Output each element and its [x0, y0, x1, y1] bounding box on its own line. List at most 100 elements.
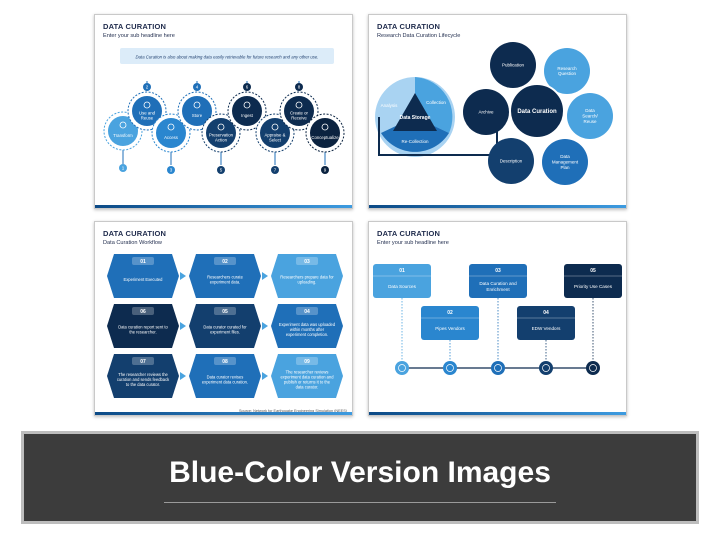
flow-arrow	[262, 272, 268, 280]
step-icon	[193, 101, 201, 109]
ring-node-label: Reuse	[583, 119, 597, 124]
workflow-text: uploading.	[298, 279, 317, 284]
step-number: 07	[140, 359, 146, 365]
banner-title: Blue-Color Version Images	[169, 456, 551, 489]
ring-node-label: Description	[500, 159, 523, 164]
step-tag	[296, 357, 318, 365]
slide-title: DATA CURATION	[377, 229, 441, 238]
ring-node-label: Data	[585, 108, 595, 113]
workflow-text: Researchers curate	[207, 275, 243, 280]
step-label: Use and	[139, 110, 156, 115]
timeline-node-inner	[542, 364, 550, 372]
ring-node	[488, 138, 534, 184]
slide-thumbnail-2[interactable]: DATA CURATION Research Data Curation Lif…	[368, 14, 627, 209]
banner-divider	[164, 502, 556, 503]
slide-title: DATA CURATION	[103, 229, 167, 238]
timeline-node	[443, 361, 457, 375]
workflow-text: experiment completion.	[286, 332, 328, 337]
ring-node	[463, 89, 509, 135]
step-number-badge	[143, 83, 151, 91]
step-tag	[132, 307, 154, 315]
flow-arrow	[180, 372, 186, 380]
ring-node-label: Question	[558, 71, 577, 76]
step-circle	[260, 118, 290, 148]
pipeline-box	[373, 264, 431, 298]
step-label: Conceptualize	[311, 135, 339, 140]
step-icon	[295, 101, 303, 109]
slide-thumbnail-1[interactable]: DATA CURATION Enter your sub headline he…	[94, 14, 353, 209]
step-number: 01	[140, 259, 146, 265]
flow-arrow	[180, 322, 186, 330]
box-number: 05	[590, 268, 596, 274]
flow-arrow	[180, 272, 186, 280]
step-circle	[156, 118, 186, 148]
step-icon	[167, 123, 175, 131]
step-number: 09	[304, 359, 310, 365]
workflow-text: Experiment Executed	[124, 277, 164, 282]
step-number: 2	[146, 85, 149, 90]
ring-node-label: Publication	[502, 63, 525, 68]
slide-subtitle: Enter your sub headline here	[377, 240, 449, 246]
box-label: Pipes Vendors	[435, 326, 465, 331]
title-banner: Blue-Color Version Images	[21, 431, 699, 524]
step-label: Select	[269, 138, 282, 143]
collection-label: Collection	[426, 100, 446, 105]
step-label: Store	[192, 113, 203, 118]
workflow-text: publish or returns it to the	[284, 379, 331, 384]
step-number: 4	[196, 85, 199, 90]
step-label: Appraise &	[264, 132, 285, 137]
ring-node	[544, 48, 590, 94]
step-icon	[321, 123, 329, 131]
step-circle	[232, 96, 262, 126]
timeline-node-inner	[494, 364, 502, 372]
timeline-node	[539, 361, 553, 375]
step-tag	[132, 257, 154, 265]
workflow-text: curation and sends feedback	[117, 377, 170, 382]
slide-title: DATA CURATION	[377, 22, 441, 31]
step-number-badge	[217, 166, 225, 174]
timeline-node-inner	[446, 364, 454, 372]
recollection-label: Re-Collection	[401, 139, 429, 144]
step-number-badge	[193, 83, 201, 91]
quote-text: Data Curation is also about making data …	[136, 55, 319, 60]
flow-arrow	[262, 322, 268, 330]
step-circle	[108, 116, 138, 146]
pipeline-box	[564, 264, 622, 298]
step-number: 7	[274, 168, 277, 173]
workflow-text: Data curator curated for	[203, 325, 247, 330]
step-circle	[284, 96, 314, 126]
workflow-text: the researcher.	[129, 329, 156, 334]
workflow-text: within months after	[290, 327, 325, 332]
step-label: Action	[215, 138, 228, 143]
workflow-hexagon	[189, 254, 261, 298]
step-circle	[206, 118, 236, 148]
step-icon	[143, 101, 151, 109]
slide-subtitle: Data Curation Workflow	[103, 240, 162, 246]
workflow-text: data curator.	[296, 384, 319, 389]
step-number: 5	[220, 168, 223, 173]
step-label: Access	[164, 135, 178, 140]
workflow-text: experiment data.	[210, 279, 241, 284]
workflow-text: to the data curator.	[126, 382, 160, 387]
step-number: 08	[222, 359, 228, 365]
step-circle	[182, 96, 212, 126]
step-number: 06	[140, 309, 146, 315]
pipeline-box	[469, 264, 527, 298]
step-tag	[296, 307, 318, 315]
step-number-badge	[321, 166, 329, 174]
step-label: Receive	[291, 116, 307, 121]
lifecycle-graphic: Data Storage Analysis Collection Re-Coll…	[375, 42, 613, 185]
box-label: Enrichment	[486, 287, 510, 292]
box-number: 02	[447, 310, 453, 316]
workflow-text: The researcher reviews	[286, 370, 329, 375]
slide-thumbnail-4[interactable]: DATA CURATION Enter your sub headline he…	[368, 221, 627, 416]
slide-subtitle: Enter your sub headline here	[103, 33, 175, 39]
ring-node-label: Management	[552, 160, 579, 165]
workflow-hexagon	[107, 254, 179, 298]
analysis-label: Analysis	[381, 103, 399, 108]
step-tag	[214, 307, 236, 315]
step-number-badge	[271, 166, 279, 174]
